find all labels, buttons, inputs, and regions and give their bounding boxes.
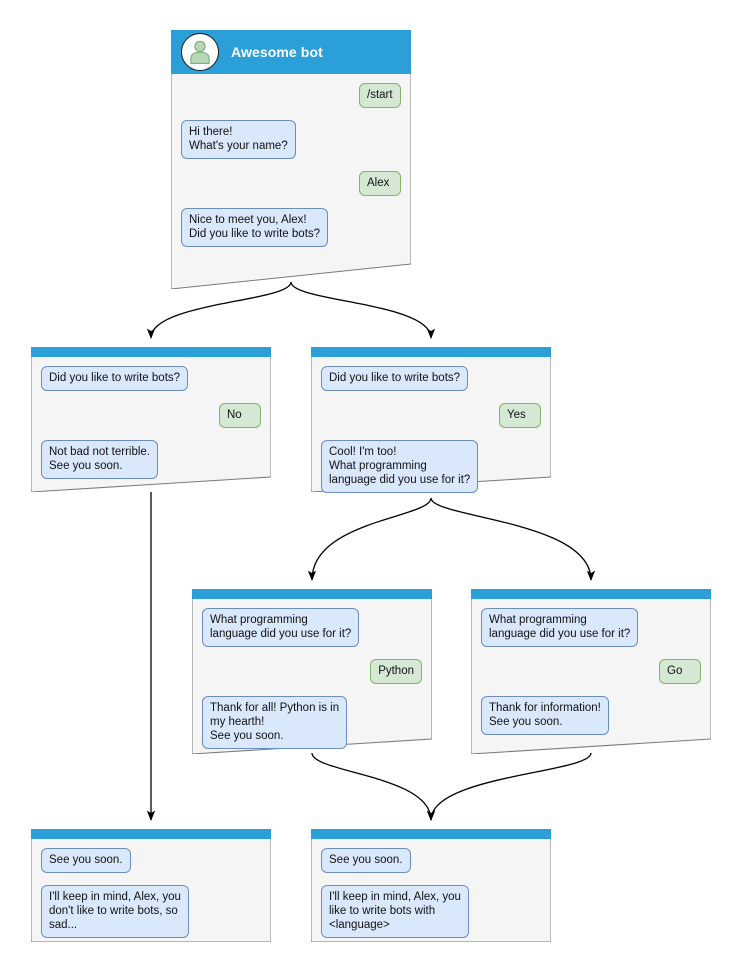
node-root-awesome-bot[interactable]: Awesome bot/start Hi there! What's your n… [171, 30, 411, 289]
chat-transcript: What programming language did you use fo… [471, 599, 711, 735]
node-title: Awesome bot [231, 44, 323, 60]
message-row: What programming language did you use fo… [481, 608, 701, 647]
node-language-python[interactable]: What programming language did you use fo… [192, 589, 432, 754]
node-header-bar: Awesome bot [171, 30, 411, 74]
bot-message-bubble[interactable]: Thank for all! Python is in my hearth! S… [202, 696, 348, 749]
bot-message-bubble[interactable]: Nice to meet you, Alex! Did you like to … [181, 208, 329, 247]
node-header-bar [31, 347, 271, 357]
user-message-bubble[interactable]: Yes [499, 403, 541, 428]
message-row: /start [181, 83, 401, 108]
message-row: I'll keep in mind, Alex, you like to wri… [321, 885, 541, 938]
bot-message-bubble[interactable]: See you soon. [41, 848, 131, 873]
node-content: See you soon. I'll keep in mind, Alex, yo… [311, 829, 551, 950]
bot-message-bubble[interactable]: Cool! I'm too! What programming language… [321, 440, 479, 493]
edge-python-to-end [311, 752, 436, 822]
node-end-sad[interactable]: See you soon. I'll keep in mind, Alex, yo… [31, 829, 271, 942]
node-header-bar [192, 589, 432, 599]
message-row: Yes [321, 403, 541, 428]
node-language-go[interactable]: What programming language did you use fo… [471, 589, 711, 754]
bot-message-bubble[interactable]: What programming language did you use fo… [202, 608, 360, 647]
node-content: See you soon. I'll keep in mind, Alex, yo… [31, 829, 271, 950]
message-row: See you soon. [321, 848, 541, 873]
message-row: Hi there! What's your name? [181, 120, 401, 159]
bot-message-bubble[interactable]: Did you like to write bots? [41, 366, 189, 391]
message-row: Not bad not terrible. See you soon. [41, 440, 261, 479]
message-row: Did you like to write bots? [321, 366, 541, 391]
message-row: Did you like to write bots? [41, 366, 261, 391]
node-end-happy[interactable]: See you soon. I'll keep in mind, Alex, yo… [311, 829, 551, 942]
person-icon [190, 40, 210, 64]
user-message-bubble[interactable]: Alex [359, 171, 401, 196]
message-row: What programming language did you use fo… [202, 608, 422, 647]
node-content: Awesome bot/start Hi there! What's your n… [171, 30, 411, 259]
edge-root-to-no [146, 281, 292, 340]
message-row: Cool! I'm too! What programming language… [321, 440, 541, 493]
message-row: Thank for all! Python is in my hearth! S… [202, 696, 422, 749]
edge-go-to-end [426, 752, 592, 822]
user-message-bubble[interactable]: Python [370, 659, 422, 684]
node-content: What programming language did you use fo… [192, 589, 432, 761]
bot-message-bubble[interactable]: Did you like to write bots? [321, 366, 469, 391]
message-row: No [41, 403, 261, 428]
node-header-bar [31, 829, 271, 839]
edge-root-to-yes [290, 281, 436, 340]
chat-transcript: See you soon. I'll keep in mind, Alex, yo… [31, 839, 271, 938]
chat-transcript: See you soon. I'll keep in mind, Alex, yo… [311, 839, 551, 938]
bot-message-bubble[interactable]: Not bad not terrible. See you soon. [41, 440, 159, 479]
node-header-bar [311, 829, 551, 839]
message-row: Python [202, 659, 422, 684]
bot-message-bubble[interactable]: I'll keep in mind, Alex, you like to wri… [321, 885, 469, 938]
edge-yes-to-go [430, 497, 596, 582]
message-row: See you soon. [41, 848, 261, 873]
message-row: Nice to meet you, Alex! Did you like to … [181, 208, 401, 247]
node-header-bar [471, 589, 711, 599]
user-message-bubble[interactable]: Go [659, 659, 701, 684]
message-row: Thank for information! See you soon. [481, 696, 701, 735]
user-message-bubble[interactable]: No [219, 403, 261, 428]
bot-message-bubble[interactable]: Hi there! What's your name? [181, 120, 296, 159]
bot-message-bubble[interactable]: Thank for information! See you soon. [481, 696, 609, 735]
message-row: Go [481, 659, 701, 684]
message-row: I'll keep in mind, Alex, you don't like … [41, 885, 261, 938]
edge-yes-to-python [307, 497, 432, 582]
user-message-bubble[interactable]: /start [359, 83, 401, 108]
avatar [181, 33, 219, 71]
bot-message-bubble[interactable]: What programming language did you use fo… [481, 608, 639, 647]
node-header-bar [311, 347, 551, 357]
node-content: What programming language did you use fo… [471, 589, 711, 747]
bot-message-bubble[interactable]: See you soon. [321, 848, 411, 873]
message-row: Alex [181, 171, 401, 196]
bot-message-bubble[interactable]: I'll keep in mind, Alex, you don't like … [41, 885, 189, 938]
chat-transcript: What programming language did you use fo… [192, 599, 432, 749]
